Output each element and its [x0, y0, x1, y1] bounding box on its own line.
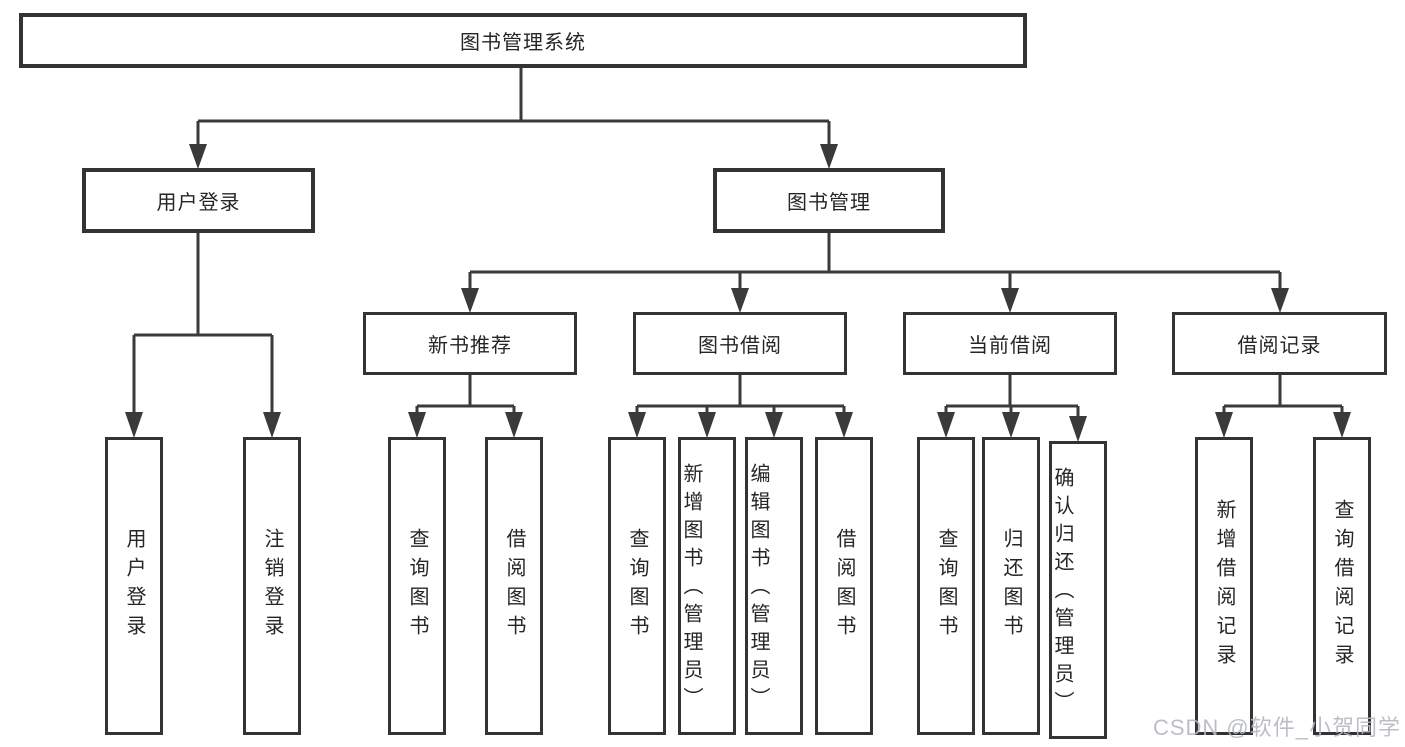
- node-user-login-label: 用户登录: [156, 192, 241, 214]
- leaf-edit-books-admin-label: 编辑图书（管理员）: [747, 463, 769, 715]
- leaf-query-books-borrow: 查询图书: [608, 437, 666, 735]
- leaf-query-books-borrow-label: 查询图书: [626, 528, 648, 644]
- leaf-user-login: 用户登录: [105, 437, 163, 735]
- leaf-query-books-recommend: 查询图书: [388, 437, 446, 735]
- leaf-logout: 注销登录: [243, 437, 301, 735]
- node-book-management: 图书管理: [713, 168, 945, 233]
- leaf-query-books-recommend-label: 查询图书: [406, 528, 428, 644]
- leaf-borrow-books-recommend-label: 借阅图书: [503, 528, 525, 644]
- leaf-confirm-return-admin-label: 确认归还（管理员）: [1051, 467, 1073, 719]
- csdn-watermark: CSDN @软件_小贺同学: [1152, 715, 1401, 740]
- leaf-query-books-current: 查询图书: [917, 437, 975, 735]
- node-user-login: 用户登录: [82, 168, 315, 233]
- edges-book-management: [461, 232, 1289, 313]
- leaf-return-books: 归还图书: [982, 437, 1040, 735]
- edges-user-login: [125, 232, 281, 438]
- leaf-query-borrow-record-label: 查询借阅记录: [1331, 499, 1353, 673]
- node-new-book-recommend-label: 新书推荐: [428, 335, 512, 357]
- leaf-confirm-return-admin: 确认归还（管理员）: [1049, 441, 1107, 739]
- node-current-borrow: 当前借阅: [903, 312, 1117, 375]
- edges-borrow-records: [1215, 374, 1351, 438]
- node-new-book-recommend: 新书推荐: [363, 312, 577, 375]
- leaf-add-borrow-record-label: 新增借阅记录: [1213, 499, 1235, 673]
- leaf-edit-books-admin: 编辑图书（管理员）: [745, 437, 803, 735]
- leaf-return-books-label: 归还图书: [1000, 528, 1022, 644]
- node-book-borrow-label: 图书借阅: [698, 335, 782, 357]
- node-current-borrow-label: 当前借阅: [968, 335, 1052, 357]
- node-borrow-records-label: 借阅记录: [1237, 335, 1322, 357]
- leaf-borrow-books-recommend: 借阅图书: [485, 437, 543, 735]
- leaf-user-login-label: 用户登录: [123, 528, 145, 644]
- node-borrow-records: 借阅记录: [1172, 312, 1387, 375]
- node-book-borrow: 图书借阅: [633, 312, 847, 375]
- leaf-borrow-books: 借阅图书: [815, 437, 873, 735]
- edges-current-borrow: [937, 374, 1087, 442]
- node-root-system: 图书管理系统: [19, 13, 1027, 68]
- leaf-add-books-admin-label: 新增图书（管理员）: [680, 463, 702, 715]
- edges-new-book-recommend: [408, 374, 523, 438]
- edges-book-borrow: [628, 374, 853, 438]
- leaf-query-borrow-record: 查询借阅记录: [1313, 437, 1371, 735]
- edges-root: [189, 67, 838, 169]
- leaf-logout-label: 注销登录: [261, 528, 283, 644]
- node-root-label: 图书管理系统: [460, 32, 586, 54]
- leaf-add-borrow-record: 新增借阅记录: [1195, 437, 1253, 735]
- leaf-add-books-admin: 新增图书（管理员）: [678, 437, 736, 735]
- node-book-management-label: 图书管理: [787, 192, 871, 214]
- leaf-borrow-books-label: 借阅图书: [833, 528, 855, 644]
- leaf-query-books-current-label: 查询图书: [935, 528, 957, 644]
